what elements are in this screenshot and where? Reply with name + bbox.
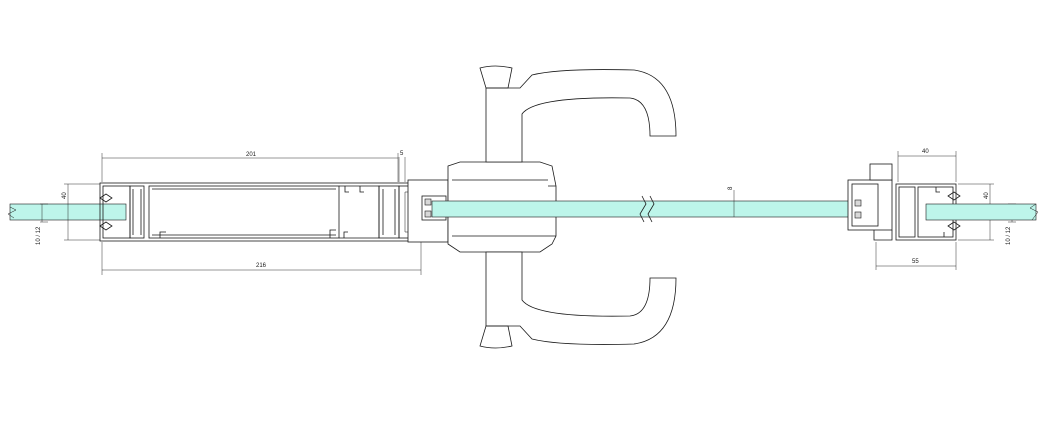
right-fixed-glass bbox=[925, 203, 1039, 221]
dim-8-label: 8 bbox=[728, 186, 734, 190]
dim-10-12-left-label: 10 / 12 bbox=[36, 226, 42, 245]
left-fixed-glass bbox=[7, 203, 127, 221]
dim-40-right-label: 40 bbox=[984, 192, 990, 199]
left-frame-profile bbox=[99, 182, 423, 242]
dim-55-label: 55 bbox=[912, 259, 919, 265]
dim-10-12-right-label: 10 / 12 bbox=[1006, 226, 1012, 245]
dim-5-label: 5 bbox=[400, 151, 404, 157]
dim-40-left-label: 40 bbox=[62, 192, 68, 199]
right-strike-profile bbox=[847, 163, 893, 241]
left-frame-dimensions: 201 5 216 40 10 / 12 bbox=[36, 151, 422, 275]
lower-lever-handle bbox=[479, 251, 677, 349]
upper-lever-handle bbox=[479, 65, 677, 163]
dim-216-label: 216 bbox=[256, 263, 267, 269]
dim-40-top-right-label: 40 bbox=[922, 149, 929, 155]
dim-201-label: 201 bbox=[246, 152, 257, 158]
